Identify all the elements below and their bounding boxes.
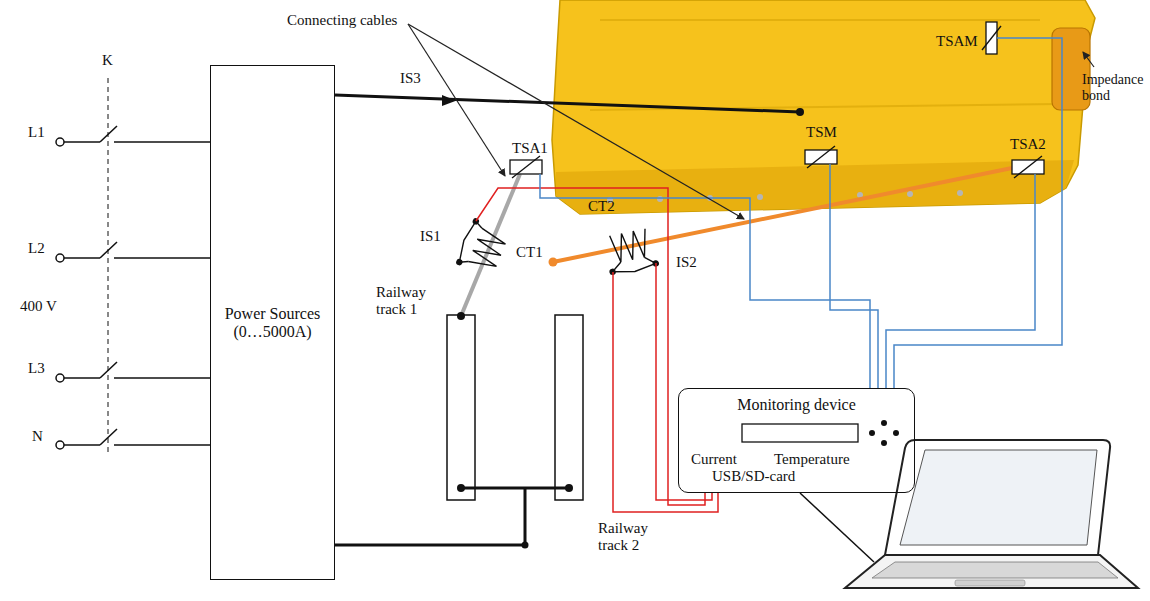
supply-cable [335, 95, 804, 116]
callout-label: Impedance bond [1082, 72, 1146, 104]
phase-label: L2 [28, 240, 45, 257]
leader-lines [408, 24, 1094, 219]
port-label: USB/SD-card [712, 468, 795, 485]
current-transformer [455, 218, 510, 278]
track-label: Railway track 2 [598, 520, 664, 555]
device-title: Monitoring device [679, 396, 914, 414]
sensor-label: TSAM [936, 33, 978, 50]
transformer-label: CT1 [516, 244, 543, 261]
temperature-sensor [510, 22, 1044, 178]
laptop [800, 440, 1138, 588]
temperature-signal-wires [540, 38, 1062, 388]
sensor-label: TSA2 [1010, 136, 1046, 153]
port-label: Temperature [774, 451, 850, 468]
mains-switch [56, 78, 210, 452]
current-label: IS3 [400, 70, 421, 87]
neutral-label: N [32, 428, 43, 445]
voltage-label: 400 V [20, 298, 57, 315]
current-transformer [603, 228, 659, 277]
monitoring-device-box: Monitoring deviceCurrent TemperatureUSB/S… [678, 388, 915, 493]
box-title: Power Sources (0…5000A) [221, 305, 324, 342]
current-label: IS2 [676, 254, 697, 271]
track-label: Railway track 1 [376, 284, 442, 319]
callout-label: Connecting cables [287, 12, 397, 29]
railway-tracks [335, 315, 583, 549]
phase-label: L1 [28, 124, 45, 141]
switch-label: K [102, 52, 113, 69]
sensor-label: TSM [806, 124, 837, 141]
current-label: IS1 [420, 228, 441, 245]
power-source-box: Power Sources (0…5000A) [210, 65, 335, 580]
sensor-label: TSA1 [512, 140, 548, 157]
port-label: Current [691, 451, 737, 468]
phase-label: L3 [28, 360, 45, 377]
transformer-label: CT2 [588, 198, 615, 215]
